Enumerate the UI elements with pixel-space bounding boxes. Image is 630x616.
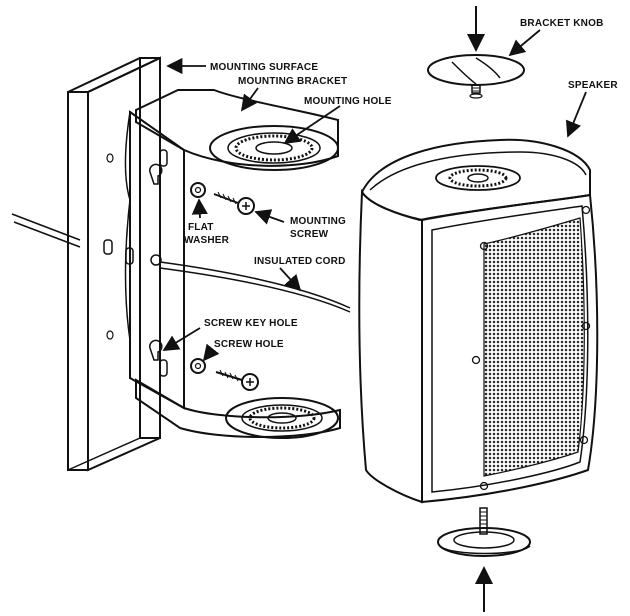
speaker-grille [483, 217, 585, 477]
bottom-bracket-rosette [225, 397, 339, 439]
label-mounting-screw-line2: SCREW [290, 229, 329, 240]
mounting-screw-top [213, 191, 255, 215]
mounting-surface [67, 56, 161, 472]
label-speaker: SPEAKER [568, 80, 618, 91]
mounting-screw-bottom [215, 369, 259, 391]
label-mounting-screw-line1: MOUNTING [290, 216, 346, 227]
bracket-knob-top [427, 54, 525, 99]
label-flat-washer-line1: FLAT [188, 222, 214, 233]
label-insulated-cord: INSULATED CORD [254, 256, 346, 267]
bracket-knob-bottom [437, 507, 531, 557]
insulated-cord [159, 261, 351, 313]
label-mounting-hole: MOUNTING HOLE [304, 96, 392, 107]
flat-washer-bottom [190, 358, 206, 374]
label-screw-key-hole: SCREW KEY HOLE [204, 318, 298, 329]
label-flat-washer-line2: WASHER [184, 235, 230, 246]
label-bracket-knob: BRACKET KNOB [520, 18, 604, 29]
mounting-bracket [103, 89, 341, 438]
wall-wire [11, 213, 81, 248]
speaker [358, 138, 599, 504]
flat-washer-top [190, 182, 206, 198]
label-mounting-bracket: MOUNTING BRACKET [238, 76, 347, 87]
leader-lines [162, 6, 587, 612]
top-bracket-rosette [209, 125, 339, 171]
labels: MOUNTING SURFACE MOUNTING BRACKET MOUNTI… [184, 18, 618, 350]
label-mounting-surface: MOUNTING SURFACE [210, 62, 318, 73]
label-screw-hole: SCREW HOLE [214, 339, 284, 350]
